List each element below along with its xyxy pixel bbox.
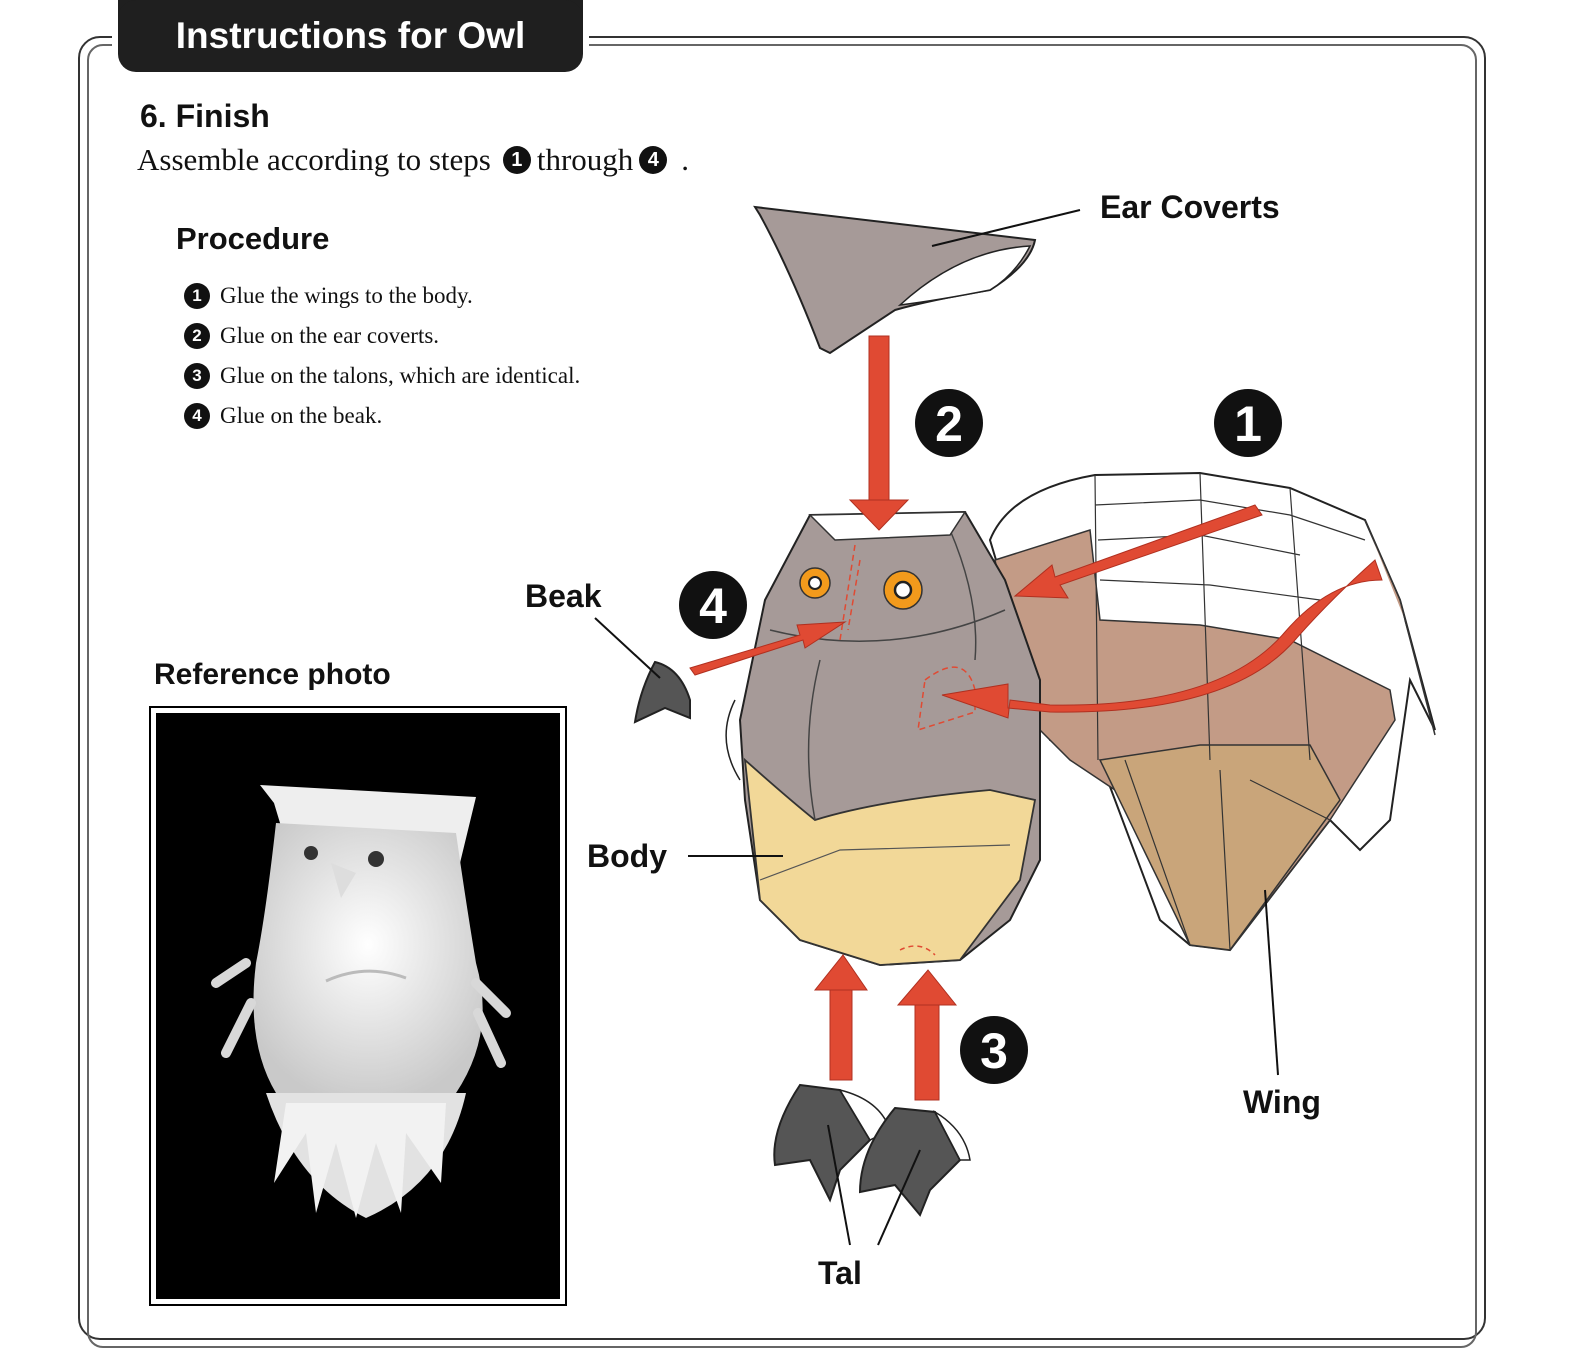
step-badge-number: 4 [699, 578, 727, 634]
procedure-item: 2 Glue on the ear coverts. [184, 316, 580, 356]
procedure-num-badge: 1 [184, 283, 210, 309]
step-badge [1214, 389, 1282, 457]
label-beak: Beak [525, 578, 602, 614]
arrow-beak [689, 621, 847, 676]
reference-heading: Reference photo [154, 658, 391, 691]
step-badge-number: 1 [1234, 396, 1262, 452]
assembly-arrows [689, 335, 1383, 1101]
body-part [725, 510, 1041, 967]
step-heading: 6. Finish [140, 98, 270, 134]
reference-photo-image [156, 713, 560, 1299]
step-badge [960, 1016, 1028, 1084]
procedure-item-text: Glue on the ear coverts. [220, 323, 440, 348]
step-num-badge: 4 [639, 146, 668, 174]
step-description: Assemble according to steps 1 through 4 … [137, 142, 689, 178]
arrow-ear-coverts-head [848, 499, 910, 531]
arrow-talon-right-head [896, 969, 958, 1006]
label-wing: Wing [1243, 1084, 1321, 1120]
arrow-talon-right [914, 1004, 940, 1101]
beak-part [594, 617, 691, 724]
arrow-wing-upper [1013, 504, 1263, 599]
procedure-num-badge: 2 [184, 323, 210, 349]
procedure-heading: Procedure [176, 221, 330, 256]
procedure-item: 4 Glue on the beak. [184, 396, 580, 436]
procedure-item-text: Glue on the talons, which are identical. [220, 363, 581, 388]
step-desc-before: Assemble according to steps [137, 142, 491, 177]
step-num-badge: 1 [502, 146, 531, 174]
ear-coverts-part [753, 205, 1081, 355]
reference-photo [149, 706, 567, 1306]
procedure-list: 1 Glue the wings to the body. 2 Glue on … [184, 276, 580, 436]
step-badge [679, 571, 747, 639]
arrow-ear-coverts [868, 335, 890, 507]
diagram-step-badges: 1 2 3 4 [679, 389, 1282, 1084]
step-badge-number: 2 [935, 396, 963, 452]
label-talon: Tal [818, 1255, 862, 1291]
label-ear-coverts: Ear Coverts [1100, 189, 1280, 225]
step-desc-after: . [681, 142, 690, 177]
procedure-num-badge: 4 [184, 403, 210, 429]
procedure-item: 1 Glue the wings to the body. [184, 276, 580, 316]
page-title: Instructions for Owl [175, 15, 526, 56]
wing-leader-line [1264, 889, 1279, 1076]
step-badge-number: 3 [980, 1023, 1008, 1079]
arrow-talon-left [829, 984, 853, 1081]
arrow-wing-lower [941, 559, 1383, 719]
procedure-num-badge: 3 [184, 363, 210, 389]
arrow-talon-left-head [813, 954, 868, 991]
owl-photo-illustration [211, 785, 511, 1218]
wing-part [988, 471, 1436, 952]
procedure-item-text: Glue on the beak. [220, 403, 383, 428]
step-desc-middle: through [536, 142, 634, 177]
title-tab: Instructions for Owl [118, 0, 583, 72]
label-body: Body [587, 838, 667, 874]
procedure-item: 3 Glue on the talons, which are identica… [184, 356, 580, 396]
step-badge [915, 389, 983, 457]
assembly-diagram: 1 2 3 4 [594, 205, 1436, 1246]
procedure-item-text: Glue the wings to the body. [220, 283, 473, 308]
talons-part [773, 1083, 971, 1246]
